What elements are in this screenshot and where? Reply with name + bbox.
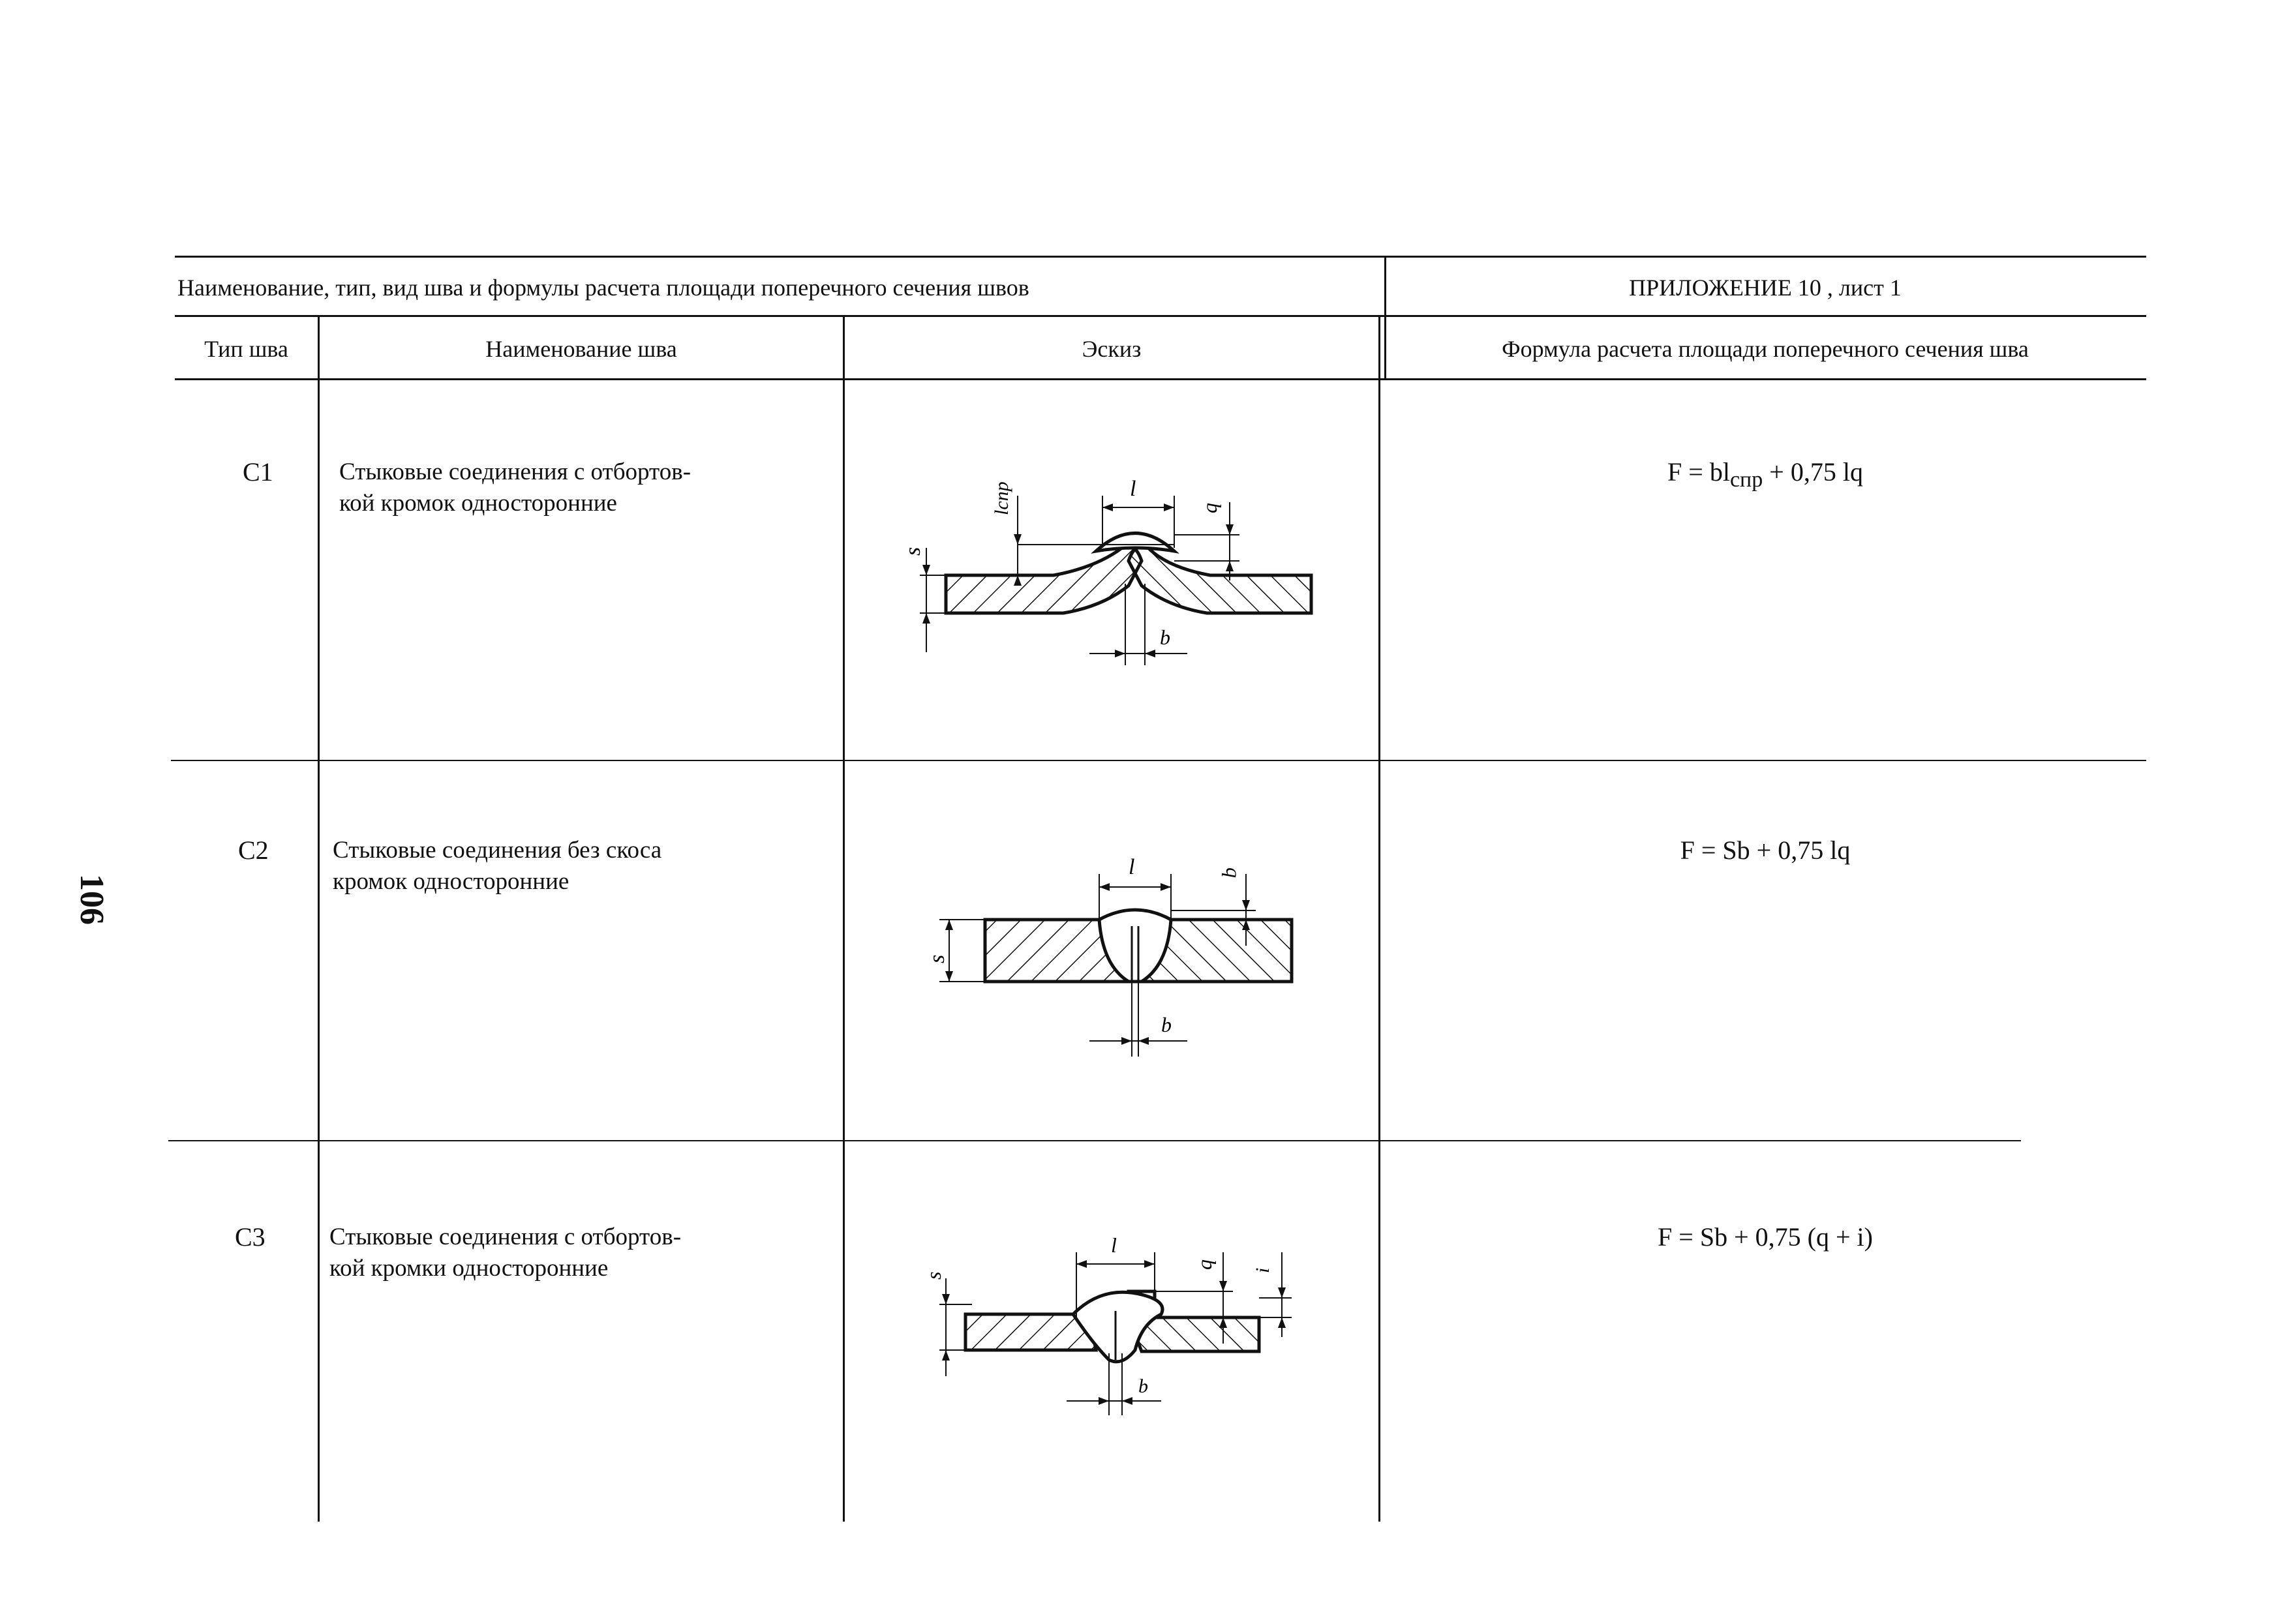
row-2-label-q: q — [1222, 867, 1245, 878]
row-1-formula-tail: + 0,75 lq — [1763, 457, 1863, 487]
row-2-label-b: b — [1161, 1013, 1172, 1036]
row-1-left-plate — [944, 545, 1144, 615]
divider-type — [318, 315, 320, 1522]
column-header-formula: Формула расчета площади поперечного сече… — [1502, 336, 2029, 362]
column-header-type: Тип шва — [204, 336, 288, 362]
row-1-label-lspr: lспр — [991, 481, 1012, 515]
rule-row-2 — [168, 1140, 2021, 1141]
column-header-sketch: Эскиз — [1082, 336, 1142, 362]
row-2-label-l: l — [1129, 855, 1134, 879]
row-2-formula: F = Sb + 0,75 lq — [1680, 835, 1851, 865]
row-2-name: Стыковые соединения без скоса кромок одн… — [333, 837, 662, 895]
row-3-weld-bead — [1071, 1290, 1164, 1364]
row-3-label-i: i — [1252, 1268, 1273, 1273]
row-3-label-q: q — [1192, 1259, 1216, 1270]
row-1-label-q: q — [1198, 503, 1221, 513]
row-2-sketch: s l q b — [925, 855, 1294, 1057]
row-3-label-s: s — [922, 1272, 945, 1280]
row-2-weld-bead — [1097, 908, 1173, 984]
row-3-name: Стыковые соединения с отбортов- кой кром… — [329, 1224, 682, 1282]
row-3-label-l: l — [1111, 1233, 1117, 1257]
row-1-formula: F = blспр + 0,75 lq — [1384, 457, 2146, 492]
row-1-formula-main: F = bl — [1667, 457, 1730, 487]
appendix-label: ПРИЛОЖЕНИЕ 10 , лист 1 — [1629, 275, 1902, 301]
row-1-label-l: l — [1130, 477, 1136, 501]
row-1-weld-bead — [1091, 532, 1179, 554]
row-1-sketch: s lспр l q b — [901, 477, 1313, 665]
divider-header — [1384, 256, 1386, 380]
row-1-label-b: b — [1160, 625, 1170, 649]
rule-row-1 — [171, 760, 2146, 761]
rule-columns — [175, 378, 2146, 380]
page-number: 106 — [73, 874, 110, 925]
row-3-code: С3 — [235, 1222, 266, 1252]
row-3-formula: F = Sb + 0,75 (q + i) — [1658, 1222, 1873, 1252]
row-1-formula-sub: спр — [1729, 468, 1763, 492]
row-1-label-s: s — [901, 547, 925, 556]
divider-name — [843, 315, 845, 1522]
column-header-name: Наименование шва — [485, 336, 677, 362]
table-title: Наименование, тип, вид шва и формулы рас… — [177, 275, 1029, 301]
row-2-code: С2 — [238, 835, 269, 865]
row-3-left-plate — [964, 1312, 1098, 1352]
row-2-label-s: s — [925, 955, 949, 963]
row-3-sketch: s l q i b — [922, 1233, 1292, 1415]
row-1-name: Стыковые соединения с отбортов- кой кром… — [339, 459, 691, 517]
row-3-label-b: b — [1138, 1376, 1148, 1397]
row-1-code: С1 — [243, 457, 273, 487]
rule-header — [175, 315, 2146, 317]
divider-sketch — [1378, 315, 1380, 1522]
row-1-right-plate — [1127, 545, 1313, 615]
rule-top — [175, 256, 2146, 258]
